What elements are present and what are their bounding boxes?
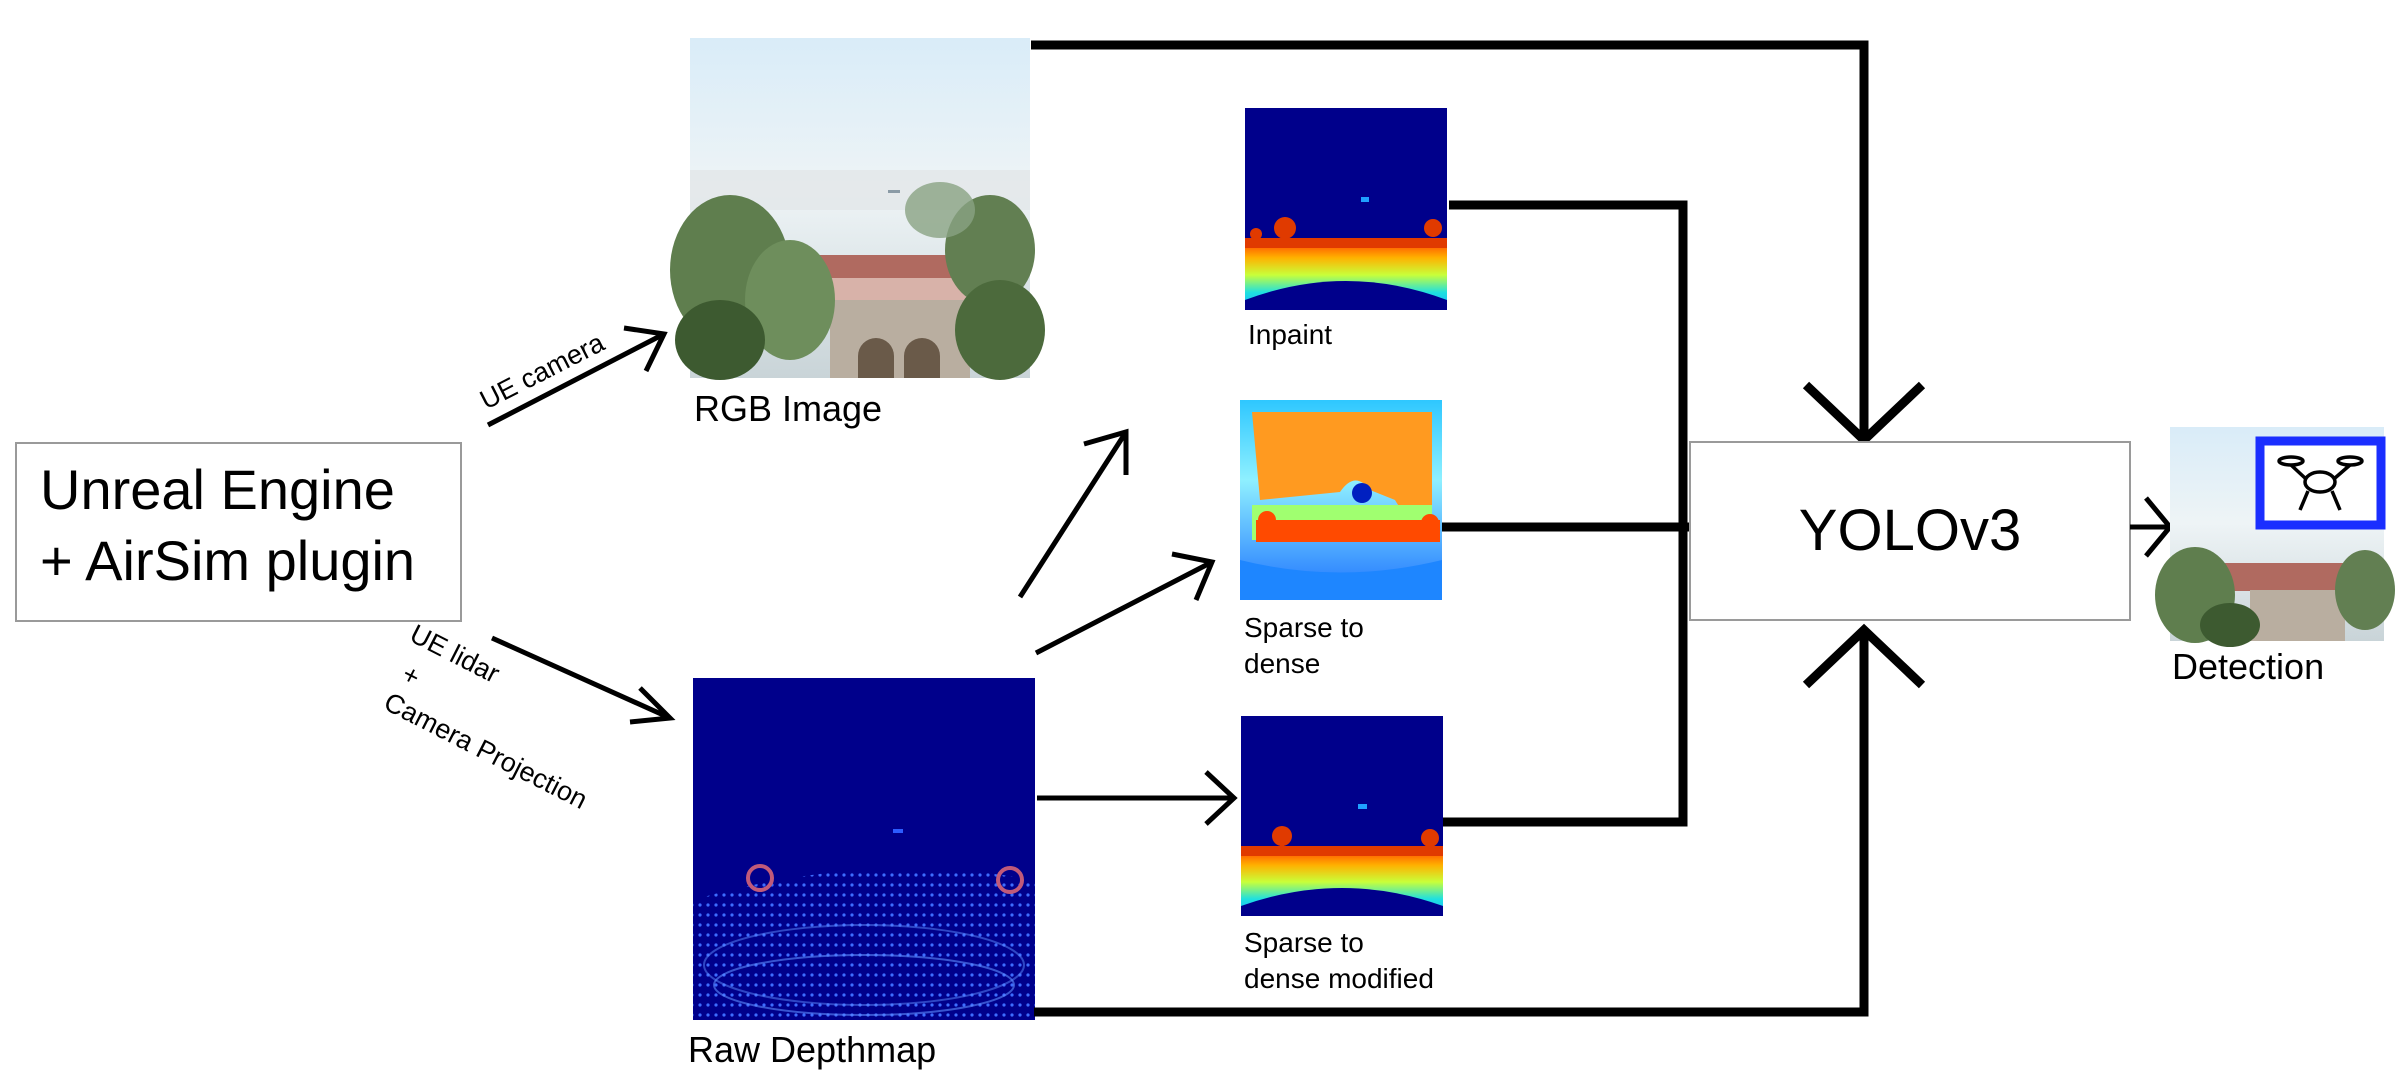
source-node: Unreal Engine + AirSim plugin — [15, 442, 462, 622]
depth-to-yolo-connector — [1034, 623, 1926, 1017]
sparse-to-dense-modified-node: Sparse to dense modified — [1241, 716, 1443, 994]
yolo-label: YOLOv3 — [1799, 498, 2021, 563]
rgb-image-caption: RGB Image — [694, 388, 882, 429]
lidar-edge-label-3: Camera Projection — [379, 687, 592, 815]
sparse-to-dense-modified-caption-2: dense modified — [1244, 963, 1434, 994]
detection-node: Detection — [2155, 427, 2395, 687]
detection-box — [2255, 436, 2386, 530]
camera-edge: UE camera — [475, 325, 668, 428]
method-connectors — [1442, 200, 1690, 827]
drone-icon — [2277, 455, 2364, 511]
source-subtitle: + AirSim plugin — [40, 529, 415, 592]
rgb-to-yolo-connector — [1031, 40, 1926, 447]
depth-to-methods-arrows — [1017, 428, 1238, 826]
rgb-image-node: RGB Image — [670, 38, 1045, 429]
inpaint-node: Inpaint — [1245, 108, 1447, 350]
source-title: Unreal Engine — [40, 458, 395, 521]
lidar-edge: UE lidar + Camera Projection — [379, 619, 676, 815]
sparse-to-dense-modified-image — [1241, 716, 1443, 916]
yolo-to-detection-arrow — [2130, 496, 2174, 558]
sparse-to-dense-image — [1240, 400, 1442, 600]
sparse-to-dense-modified-caption-1: Sparse to — [1244, 927, 1364, 958]
raw-depthmap-caption: Raw Depthmap — [688, 1029, 936, 1070]
raw-depthmap-node: Raw Depthmap — [688, 678, 1035, 1070]
lidar-edge-label-2: + — [397, 659, 425, 693]
lidar-edge-label-1: UE lidar — [405, 619, 504, 689]
yolo-node: YOLOv3 — [1689, 441, 2131, 621]
rgb-image — [670, 38, 1045, 380]
detection-image — [2155, 427, 2395, 647]
detection-caption: Detection — [2172, 646, 2324, 687]
inpaint-image — [1245, 108, 1447, 310]
inpaint-caption: Inpaint — [1248, 319, 1332, 350]
source-box — [15, 442, 462, 622]
sparse-to-dense-caption-2: dense — [1244, 648, 1320, 679]
yolo-box — [1689, 441, 2131, 621]
raw-depthmap-image — [693, 678, 1035, 1020]
sparse-to-dense-caption-1: Sparse to — [1244, 612, 1364, 643]
sparse-to-dense-node: Sparse to dense — [1240, 400, 1442, 679]
